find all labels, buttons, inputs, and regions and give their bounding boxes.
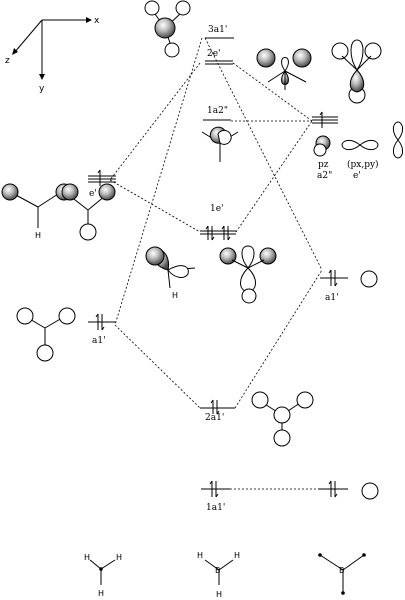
left-e-sketch-1	[1, 183, 73, 228]
right-a1-level	[320, 269, 348, 287]
label-pz: pz	[318, 160, 329, 170]
mo-1e-h-atom-label: H	[172, 291, 178, 300]
label-pz-symmetry: a2"	[317, 171, 332, 181]
orbital-sketch-top	[144, 0, 191, 58]
h3-atom-left: H	[84, 553, 90, 562]
orbital-sketch-2e-right	[331, 39, 382, 104]
bh3-atom-h-right: H	[234, 551, 240, 560]
b-core-atom-b: B	[339, 566, 345, 575]
right-p-levels	[312, 111, 338, 128]
left-e-level	[88, 169, 116, 186]
electrons-2a1	[210, 399, 220, 415]
label-pxpy-symmetry: e'	[353, 171, 361, 181]
bh3-atom-h-left: H	[197, 551, 203, 560]
molecule-h3: H H H	[84, 553, 122, 598]
axis-y-label: y	[39, 84, 45, 94]
label-left-e: e'	[89, 189, 97, 199]
bh3-atom-b: B	[215, 566, 221, 575]
label-1e: 1e'	[210, 204, 224, 214]
boron-1s-orbital	[361, 482, 379, 500]
label-right-a1: a1'	[325, 293, 339, 303]
axis-x-label: x	[94, 16, 100, 26]
left-a1-level	[88, 313, 116, 331]
molecule-bh3: B H H H	[197, 551, 240, 599]
label-1a2: 1a2"	[207, 106, 228, 116]
electrons-1a1	[209, 480, 219, 498]
correlation-lines	[109, 37, 323, 490]
orbital-sketch-2e-left	[256, 48, 312, 90]
label-left-a1: a1'	[92, 336, 106, 346]
right-core-level	[318, 480, 348, 498]
label-3a1: 3a1'	[208, 25, 227, 35]
mo-1e-sketch-right	[219, 245, 277, 304]
boron-2s-orbital	[360, 270, 378, 288]
label-2a1: 2a1'	[205, 413, 224, 423]
left-h-atom-label: H	[35, 231, 41, 240]
mo-2a1-sketch	[251, 391, 314, 447]
p-orbital-sketches	[313, 121, 404, 159]
left-e-sketch-2	[61, 183, 116, 241]
electrons-1e	[205, 225, 231, 241]
h3-atom-right: H	[116, 553, 122, 562]
label-pxpy: (px,py)	[347, 159, 379, 170]
coordinate-axes: x y z	[5, 16, 100, 94]
bh3-atom-h-bottom: H	[216, 590, 222, 599]
axis-z-label: z	[5, 56, 10, 66]
left-a1-sketch	[16, 307, 76, 362]
label-1a1: 1a1'	[206, 503, 225, 513]
label-2e: 2e'	[207, 49, 221, 59]
mo-1e-sketch-left	[145, 246, 196, 289]
orbital-sketch-1a2	[201, 126, 239, 162]
molecule-b-core: B	[318, 553, 366, 595]
h3-atom-bottom: H	[98, 589, 104, 598]
